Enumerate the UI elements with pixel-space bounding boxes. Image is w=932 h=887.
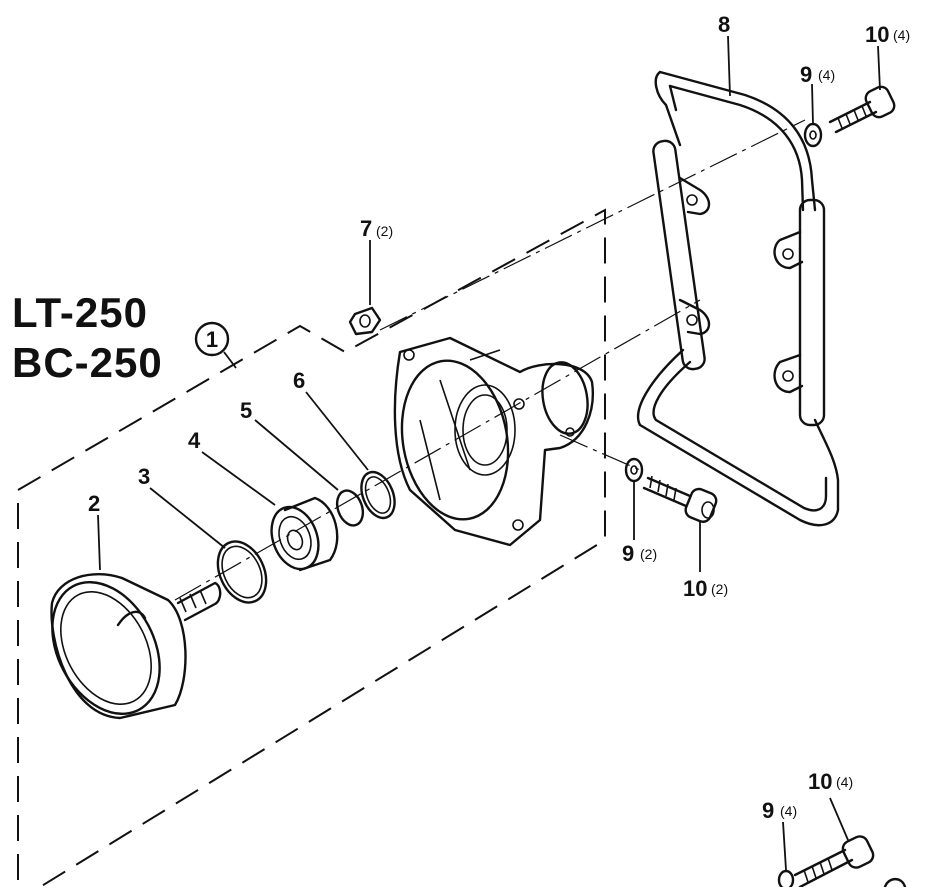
part-label-10-corner: 10 (4) <box>808 769 853 794</box>
part-label-9-upper: 9 (4) <box>800 62 835 87</box>
leader-10-corner <box>829 797 849 841</box>
snap-ring-3 <box>216 540 268 604</box>
part-label-6-number: 6 <box>293 368 305 393</box>
part-label-7-number: 7 <box>360 216 372 241</box>
part-label-10-corner-number: 10 <box>808 769 832 794</box>
part-label-9-upper-qty: (4) <box>818 67 835 83</box>
part-label-3: 3 <box>138 464 150 489</box>
part-label-8-number: 8 <box>718 12 730 37</box>
leader-9-upper <box>811 83 814 125</box>
snap-ring-5 <box>335 489 365 527</box>
clutch-drum <box>50 573 222 720</box>
part-label-7-qty: (2) <box>376 223 393 239</box>
assembly-callout-number: 1 <box>206 327 218 352</box>
leader-8 <box>727 35 731 97</box>
assembly-callout: 1 <box>194 321 237 369</box>
part-label-9-corner-number: 9 <box>762 798 774 823</box>
part-label-9-lower-number: 9 <box>622 541 634 566</box>
part-label-10-lower: 10 (2) <box>683 576 728 601</box>
clutch-housing <box>393 336 594 547</box>
leader-9-corner <box>782 821 787 871</box>
part-label-2: 2 <box>88 491 100 516</box>
part-label-10-upper-qty: (4) <box>893 27 910 43</box>
ball-bearing <box>270 496 339 572</box>
part-label-5-number: 5 <box>240 398 252 423</box>
part-label-6: 6 <box>293 368 305 393</box>
part-label-10-upper: 10 (4) <box>865 22 910 47</box>
bolt-upper <box>828 85 896 134</box>
part-label-5: 5 <box>240 398 252 423</box>
part-label-3-number: 3 <box>138 464 150 489</box>
axis-line-upper <box>379 119 806 331</box>
axis-line-main <box>174 299 701 601</box>
part-label-10-lower-qty: (2) <box>711 581 728 597</box>
leader-10-upper <box>877 45 881 91</box>
bolt-corner <box>777 835 907 887</box>
part-label-9-lower: 9 (2) <box>622 541 657 566</box>
part-label-10-lower-number: 10 <box>683 576 707 601</box>
part-label-7: 7 (2) <box>360 216 393 241</box>
part-label-8: 8 <box>718 12 730 37</box>
hex-nut <box>348 306 382 336</box>
washer-upper <box>803 122 823 148</box>
model-label-lt250: LT-250 <box>12 289 148 336</box>
leader-2 <box>97 514 101 571</box>
part-label-9-lower-qty: (2) <box>640 546 657 562</box>
part-label-2-number: 2 <box>88 491 100 516</box>
part-label-4: 4 <box>188 428 201 453</box>
part-label-4-number: 4 <box>188 428 201 453</box>
part-label-10-upper-number: 10 <box>865 22 889 47</box>
leader-4 <box>201 451 276 506</box>
handle-frame <box>637 70 840 527</box>
leader-3 <box>149 487 226 549</box>
bolt-lower <box>642 475 718 523</box>
part-label-9-corner-qty: (4) <box>780 803 797 819</box>
leader-5 <box>254 419 339 491</box>
assembly-boundary <box>17 208 606 887</box>
part-label-9-upper-number: 9 <box>800 62 812 87</box>
washer-lower <box>624 457 644 483</box>
snap-ring-6 <box>360 470 396 520</box>
leader-6 <box>305 391 369 471</box>
part-label-9-corner: 9 (4) <box>762 798 797 823</box>
part-label-10-corner-qty: (4) <box>836 774 853 790</box>
model-label-bc250: BC-250 <box>12 339 163 386</box>
